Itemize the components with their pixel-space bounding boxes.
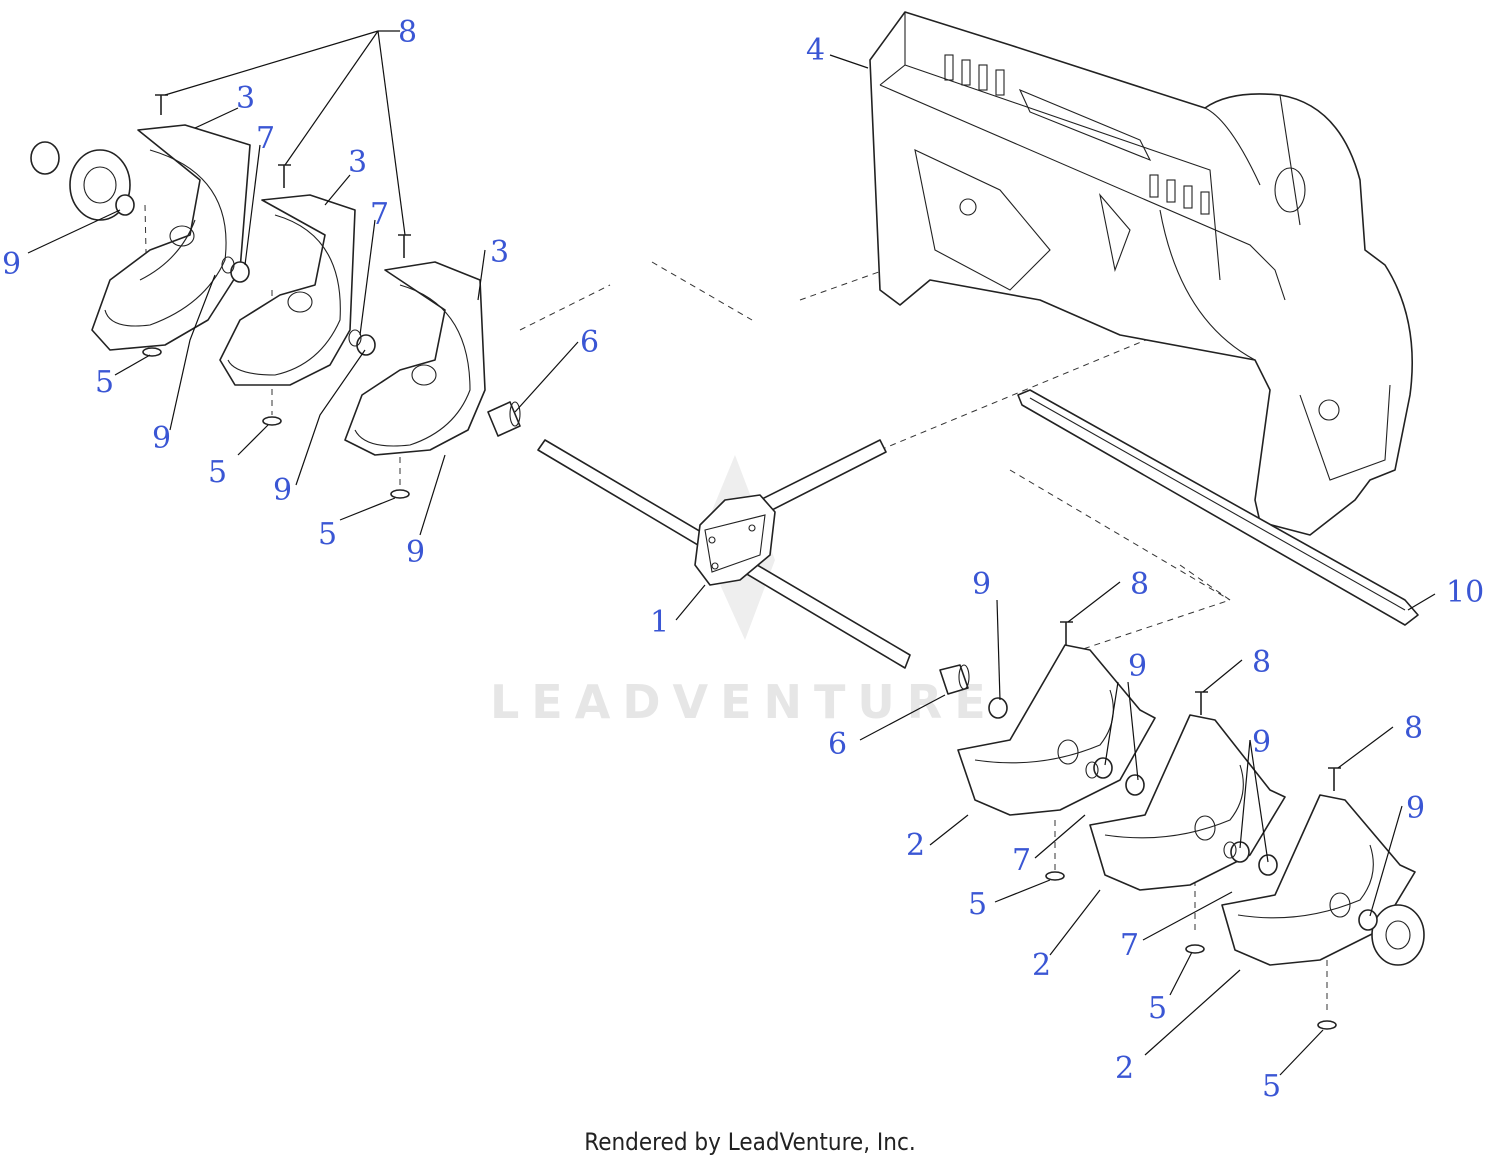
right-end-bearing-hub xyxy=(1371,904,1425,966)
cotter-pins xyxy=(142,347,1337,1030)
callout-9: 9 xyxy=(1252,725,1271,760)
callout-8: 8 xyxy=(398,15,417,50)
callout-8: 8 xyxy=(1404,711,1423,746)
callout-4: 4 xyxy=(806,33,825,68)
rendered-by-footer: Rendered by LeadVenture, Inc. xyxy=(584,1128,916,1156)
callout-9: 9 xyxy=(1406,791,1425,826)
callout-9: 9 xyxy=(273,473,292,508)
auger-flight-left-2 xyxy=(219,194,356,386)
callout-8: 8 xyxy=(1130,567,1149,602)
callout-5: 5 xyxy=(318,517,337,552)
auger-housing xyxy=(869,11,1413,536)
callout-9: 9 xyxy=(1128,649,1147,684)
callout-7: 7 xyxy=(256,121,275,156)
callout-7: 7 xyxy=(1012,843,1031,878)
callout-2: 2 xyxy=(1115,1051,1134,1086)
callout-5: 5 xyxy=(95,365,114,400)
gearbox xyxy=(694,494,776,586)
shaft-bushing-right xyxy=(939,664,970,695)
callout-3: 3 xyxy=(236,81,255,116)
callout-3: 3 xyxy=(348,145,367,180)
watermark-text: LEADVENTURE xyxy=(490,675,998,729)
flange-bearings xyxy=(115,194,1378,931)
left-end-bearing-hub xyxy=(30,141,131,221)
leader-lines xyxy=(27,30,1436,1076)
callout-9: 9 xyxy=(2,247,21,282)
auger-flight-right-1 xyxy=(957,644,1156,816)
callout-5: 5 xyxy=(208,455,227,490)
callout-9: 9 xyxy=(152,421,171,456)
callout-1: 1 xyxy=(650,605,669,640)
callout-5: 5 xyxy=(1148,991,1167,1026)
callout-6: 6 xyxy=(828,727,847,762)
callout-2: 2 xyxy=(906,828,925,863)
auger-flight-left-3 xyxy=(344,261,486,456)
spacer-rings xyxy=(221,256,1237,859)
callout-9: 9 xyxy=(972,567,991,602)
callout-2: 2 xyxy=(1032,948,1051,983)
callout-6: 6 xyxy=(580,325,599,360)
callout-7: 7 xyxy=(370,197,389,232)
housing-vent-slots xyxy=(944,54,1210,215)
callout-10: 10 xyxy=(1446,575,1484,610)
auger-flight-left-1 xyxy=(91,124,251,351)
callout-9: 9 xyxy=(406,535,425,570)
callout-3: 3 xyxy=(490,235,509,270)
callout-labels: 8 3 7 3 7 3 9 5 9 5 9 5 9 6 4 1 6 10 9 8… xyxy=(2,15,1484,1104)
leadventure-watermark: LEADVENTURE xyxy=(490,455,998,729)
callout-5: 5 xyxy=(1262,1069,1281,1104)
scraper-bar xyxy=(1017,389,1419,626)
callout-7: 7 xyxy=(1120,928,1139,963)
shaft-bushing-left xyxy=(487,401,521,437)
callout-5: 5 xyxy=(968,887,987,922)
callout-8: 8 xyxy=(1252,645,1271,680)
